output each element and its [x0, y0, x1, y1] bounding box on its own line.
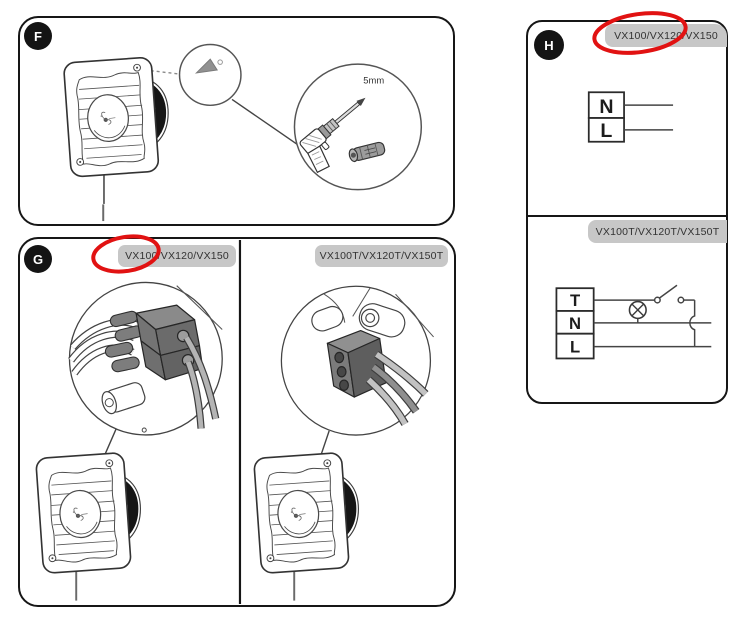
- wall-plug-icon: [348, 141, 386, 163]
- step-badge-f-letter: F: [34, 28, 42, 44]
- pilot-hole-dot: [217, 59, 223, 65]
- circuit-wires: [593, 299, 712, 348]
- terminal-letter-n: N: [569, 314, 581, 333]
- terminal-letter-t: T: [570, 291, 581, 310]
- lamp-icon: [628, 300, 647, 320]
- panel-f-illustration: 5mm: [20, 43, 423, 222]
- pointer-arrow-icon: [194, 58, 219, 74]
- model-label-g-right: VX100T/VX120T/VX150T: [315, 245, 448, 267]
- step-badge-g-letter: G: [32, 251, 44, 267]
- panel-f: F: [18, 16, 455, 226]
- model-label-h-bottom-text: VX100T/VX120T/VX150T: [595, 225, 720, 238]
- model-label-h-top: VX100/VX120/VX150: [605, 24, 727, 47]
- step-badge-g: G: [24, 245, 52, 273]
- model-label-g-right-text: VX100T/VX120T/VX150T: [319, 250, 444, 262]
- zoom-leader-line: [231, 98, 301, 148]
- wiring-diagram-timer: T N L: [555, 284, 712, 360]
- supply-wires: [624, 104, 674, 131]
- step-badge-h: H: [534, 30, 564, 60]
- terminal-letter-n: N: [599, 96, 613, 118]
- model-label-g-left-text: VX100/VX120/VX150: [125, 250, 229, 262]
- panel-g: G VX100/VX120/VX150 VX100T/VX120T/VX150T: [18, 237, 456, 607]
- switch-icon: [653, 284, 685, 304]
- model-label-h-top-text: VX100/VX120/VX150: [614, 29, 718, 42]
- panel-g-illustration: [20, 239, 454, 605]
- panel-h-diagrams: N L T N L: [555, 91, 712, 360]
- drill-size-label: 5mm: [363, 76, 384, 86]
- wiring-diagram-basic: N L: [587, 91, 674, 143]
- step-badge-f: F: [24, 22, 52, 50]
- model-label-g-left: VX100/VX120/VX150: [118, 245, 236, 267]
- terminal-letter-l: L: [600, 120, 612, 142]
- sub-panel-divider: [528, 215, 726, 217]
- terminal-letter-l: L: [570, 337, 580, 356]
- drill-icon: [299, 97, 366, 174]
- terminal-cell-l: [587, 117, 625, 143]
- zoom-circle-drill: 5mm: [293, 63, 423, 191]
- step-badge-h-letter: H: [544, 37, 554, 53]
- zoom-circle-small: [178, 43, 242, 107]
- panel-h: H VX100/VX120/VX150 VX100T/VX120T/VX150T…: [526, 20, 728, 404]
- terminal-cell-n: [587, 91, 625, 119]
- model-label-h-bottom: VX100T/VX120T/VX150T: [588, 220, 727, 243]
